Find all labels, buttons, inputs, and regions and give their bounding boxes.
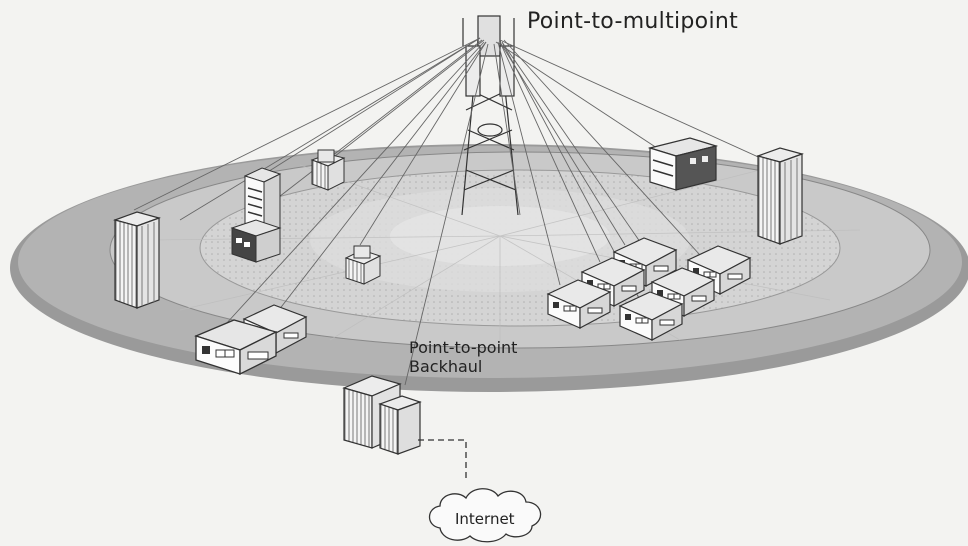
backhaul-building	[342, 375, 422, 455]
rear-small-building	[310, 149, 346, 191]
internet-cloud	[428, 488, 542, 543]
label-point-to-point: Point-to-point	[409, 338, 518, 357]
label-point-to-point-backhaul: Point-to-point Backhaul	[409, 338, 517, 376]
label-backhaul: Backhaul	[409, 357, 483, 376]
left-office-tower	[114, 211, 160, 309]
left-highrise	[230, 167, 282, 263]
label-internet: Internet	[455, 510, 515, 528]
internet-connector	[418, 439, 467, 482]
center-small-building	[344, 245, 382, 285]
label-point-to-multipoint: Point-to-multipoint	[527, 9, 739, 34]
point-to-multipoint-links	[133, 37, 766, 386]
right-warehouse	[647, 137, 719, 191]
right-office-tower	[757, 147, 803, 245]
